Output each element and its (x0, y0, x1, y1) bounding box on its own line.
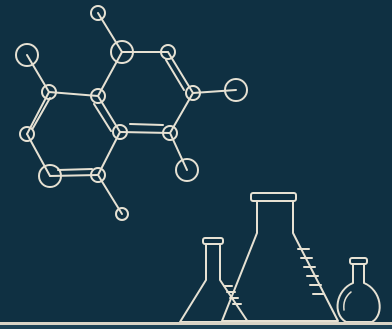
bond (49, 174, 99, 177)
atom (160, 44, 176, 60)
atom (110, 40, 134, 64)
atom (175, 158, 199, 182)
atom (41, 84, 57, 100)
atom (90, 88, 106, 104)
flask-lip (250, 192, 297, 202)
bond (167, 51, 194, 94)
flask-highlight (343, 291, 352, 311)
double-bond (57, 168, 93, 171)
bond (97, 51, 123, 97)
atom (162, 125, 178, 141)
bond (97, 131, 121, 176)
atom (19, 126, 35, 142)
atom (90, 5, 106, 21)
atom (15, 43, 39, 67)
molecule-structure (15, 5, 248, 221)
floor-line (0, 322, 392, 325)
large-erlenmeyer-flask (221, 192, 339, 322)
atom (90, 167, 106, 183)
atom (112, 124, 128, 140)
flask-lip (349, 257, 368, 265)
atom (38, 164, 62, 188)
atom (185, 85, 201, 101)
bond (48, 91, 99, 97)
double-bond (93, 103, 112, 132)
atom (224, 78, 248, 102)
double-bond (32, 97, 51, 129)
double-bond (165, 59, 185, 91)
bond (119, 131, 171, 134)
floor-shadow (0, 325, 392, 329)
double-bond (129, 123, 164, 126)
floor (0, 322, 392, 329)
atom (115, 207, 129, 221)
flask-body (221, 200, 339, 322)
flask-lip (202, 237, 224, 245)
